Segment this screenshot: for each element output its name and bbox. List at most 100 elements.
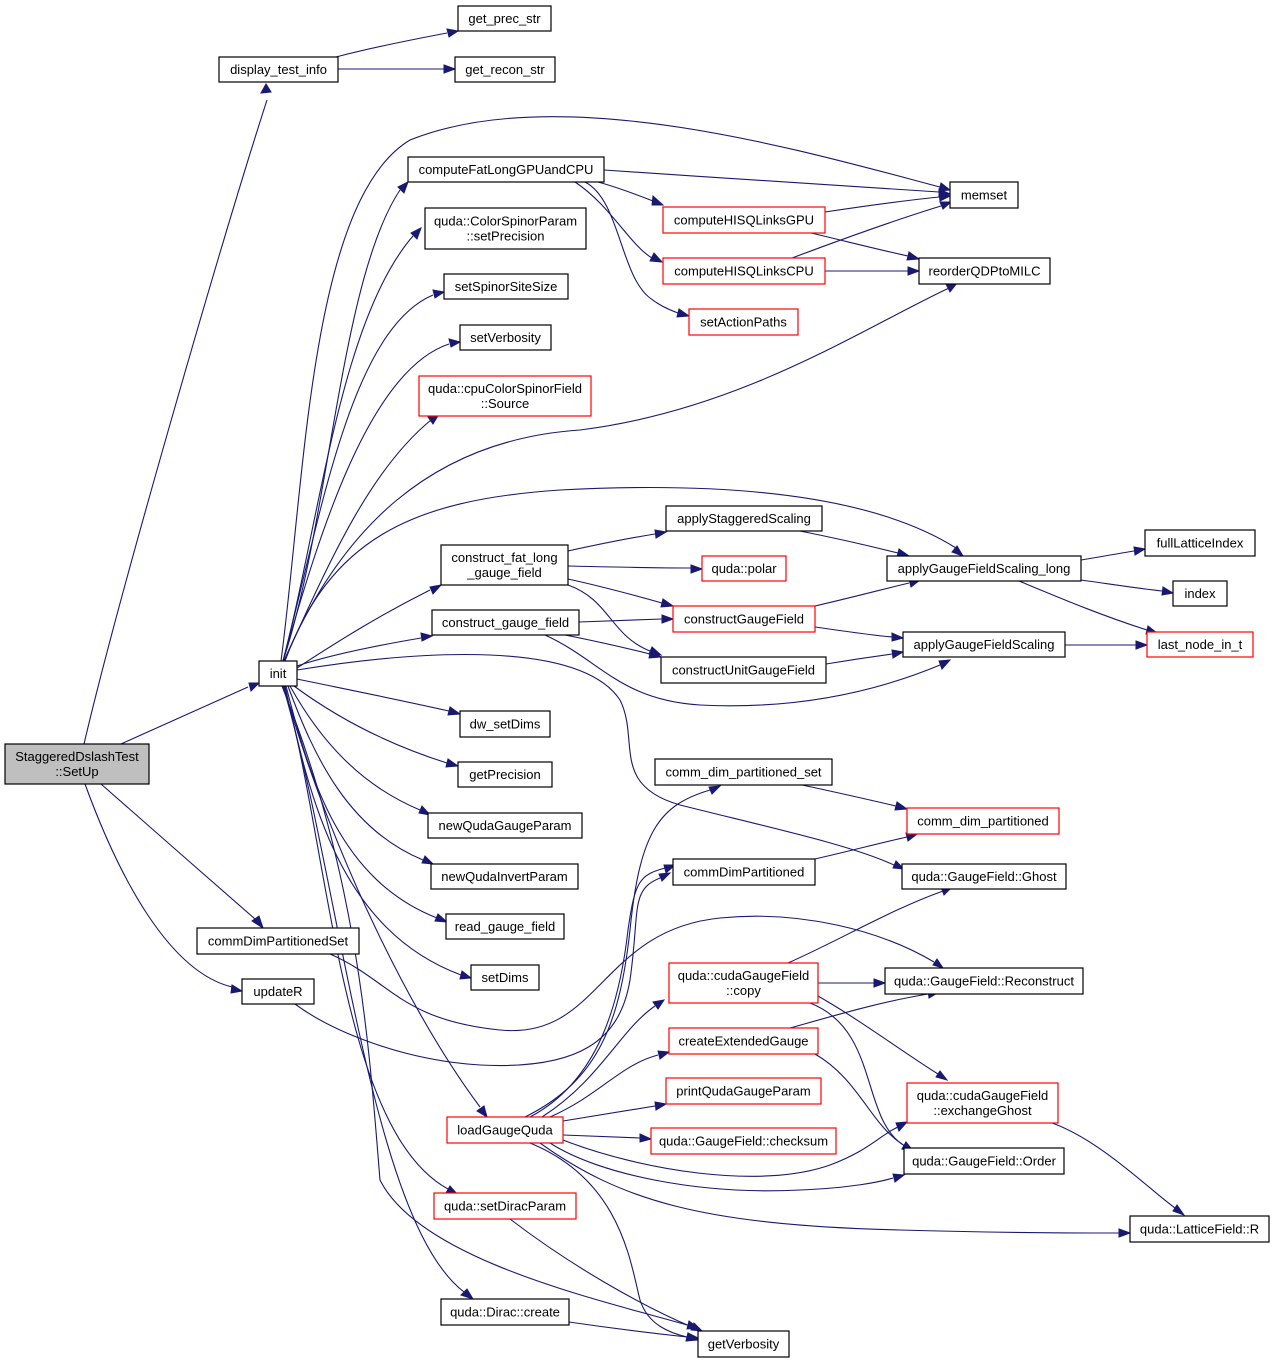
node-commDimPartitionedSet_lc[interactable]: comm_dim_partitioned_set xyxy=(654,758,833,786)
arrowhead-icon xyxy=(476,1105,488,1119)
node-label: ::copy xyxy=(726,983,761,998)
node-init[interactable]: init xyxy=(258,660,298,687)
node-setDims[interactable]: setDims xyxy=(470,964,540,991)
node-label: comm_dim_partitioned xyxy=(917,814,1049,829)
node-label: quda::ColorSpinorParam xyxy=(434,214,577,229)
node-commDimPartitionedSet[interactable]: commDimPartitionedSet xyxy=(196,927,360,955)
node-latticeR[interactable]: quda::LatticeField::R xyxy=(1129,1215,1270,1243)
node-hisqCPU[interactable]: computeHISQLinksCPU xyxy=(662,257,826,285)
edge-line xyxy=(283,685,481,1108)
node-memset[interactable]: memset xyxy=(949,181,1019,209)
node-box xyxy=(218,56,339,83)
edge-loadGaugeQuda-to-commDimPartitionedSet_lc xyxy=(524,785,722,1118)
arrowhead-icon xyxy=(661,614,675,624)
node-index[interactable]: index xyxy=(1172,580,1228,607)
edge-line xyxy=(814,626,893,638)
node-updateR[interactable]: updateR xyxy=(241,978,315,1005)
node-printQudaGaugeParam[interactable]: printQudaGaugeParam xyxy=(665,1077,822,1105)
node-exchangeGhost[interactable]: quda::cudaGaugeField::exchangeGhost xyxy=(906,1082,1059,1124)
node-fullLatticeIndex[interactable]: fullLatticeIndex xyxy=(1144,529,1256,557)
node-box xyxy=(886,555,1082,582)
node-checksum[interactable]: quda::GaugeField::checksum xyxy=(650,1127,837,1155)
node-computeFatLong[interactable]: computeFatLongGPUandCPU xyxy=(407,156,605,183)
node-box xyxy=(470,964,540,991)
node-setSpinorSiteSize[interactable]: setSpinorSiteSize xyxy=(443,273,569,300)
edge-applyGaugeFieldScaling-to-lastNodeInT xyxy=(1065,640,1149,650)
edge-computeFatLong-to-setActionPaths xyxy=(584,181,691,318)
node-label: applyGaugeFieldScaling_long xyxy=(898,561,1071,576)
node-applyStaggeredScaling[interactable]: applyStaggeredScaling xyxy=(665,505,823,532)
node-loadGaugeQuda[interactable]: loadGaugeQuda xyxy=(446,1116,564,1144)
node-display_test_info[interactable]: display_test_info xyxy=(218,56,339,83)
node-commDimPartitioned_lc[interactable]: comm_dim_partitioned xyxy=(906,807,1060,835)
node-reorder[interactable]: reorderQDPtoMILC xyxy=(918,257,1051,285)
arrowhead-icon xyxy=(260,83,272,94)
node-polar[interactable]: quda::polar xyxy=(701,555,787,582)
arrowhead-icon xyxy=(932,958,945,969)
node-box xyxy=(427,812,583,839)
node-label: get_recon_str xyxy=(465,62,545,77)
node-getVerbosity[interactable]: getVerbosity xyxy=(697,1330,790,1358)
node-applyGaugeFieldScalingLong[interactable]: applyGaugeFieldScaling_long xyxy=(886,555,1082,582)
node-gaugeGhost[interactable]: quda::GaugeField::Ghost xyxy=(901,863,1067,890)
arrowhead-icon xyxy=(429,584,443,595)
node-box xyxy=(884,967,1084,995)
node-label: computeHISQLinksGPU xyxy=(674,213,814,228)
node-label: quda::GaugeField::checksum xyxy=(659,1134,828,1149)
node-cpuSource[interactable]: quda::cpuColorSpinorField::Source xyxy=(418,375,592,417)
node-reconstruct[interactable]: quda::GaugeField::Reconstruct xyxy=(884,967,1084,995)
node-constructUnitGaugeField[interactable]: constructUnitGaugeField xyxy=(660,656,827,684)
node-box xyxy=(241,978,315,1005)
node-commDimPartitioned[interactable]: commDimPartitioned xyxy=(672,858,816,886)
node-label: last_node_in_t xyxy=(1158,637,1243,652)
edge-line xyxy=(791,205,942,259)
node-get_prec_str[interactable]: get_prec_str xyxy=(457,5,552,32)
node-constructGaugeField[interactable]: constructGaugeField xyxy=(672,605,816,633)
node-label: loadGaugeQuda xyxy=(457,1123,553,1138)
edge-line xyxy=(801,784,897,807)
edge-computeFatLong-to-memset xyxy=(603,169,952,198)
node-diracCreate[interactable]: quda::Dirac::create xyxy=(440,1298,570,1326)
node-getPrecision[interactable]: getPrecision xyxy=(457,761,553,788)
node-cudaCopy[interactable]: quda::cudaGaugeField::copy xyxy=(668,962,819,1004)
node-label: setVerbosity xyxy=(470,330,541,345)
node-setDiracParam[interactable]: quda::setDiracParam xyxy=(433,1192,577,1220)
node-get_recon_str[interactable]: get_recon_str xyxy=(454,56,556,83)
node-constructGaugeFieldLC[interactable]: construct_gauge_field xyxy=(431,609,580,636)
edge-constructUnitGaugeField-to-applyGaugeFieldScaling xyxy=(825,649,905,665)
arrowhead-icon xyxy=(448,338,462,348)
node-hisqGPU[interactable]: computeHISQLinksGPU xyxy=(662,206,826,234)
arrowhead-icon xyxy=(649,252,664,263)
edge-loadGaugeQuda-to-gaugeOrder xyxy=(549,1142,906,1192)
node-box xyxy=(258,660,298,687)
node-label: ::SetUp xyxy=(55,764,98,779)
node-setPrecision[interactable]: quda::ColorSpinorParam::setPrecision xyxy=(424,207,587,250)
arrowhead-icon xyxy=(397,180,409,194)
node-setActionPaths[interactable]: setActionPaths xyxy=(688,308,799,336)
node-gaugeOrder[interactable]: quda::GaugeField::Order xyxy=(903,1147,1065,1175)
node-box xyxy=(430,863,579,890)
edge-line xyxy=(817,995,939,1075)
node-newQudaGaugeParam[interactable]: newQudaGaugeParam xyxy=(427,812,583,839)
edge-line xyxy=(799,530,899,554)
edge-loadGaugeQuda-to-cudaCopy xyxy=(541,999,666,1118)
edge-line xyxy=(544,634,941,707)
node-applyGaugeFieldScaling[interactable]: applyGaugeFieldScaling xyxy=(902,631,1066,658)
node-lastNodeInT[interactable]: last_node_in_t xyxy=(1146,631,1254,658)
node-setVerbosity[interactable]: setVerbosity xyxy=(459,324,552,351)
node-createExtendedGauge[interactable]: createExtendedGauge xyxy=(668,1027,819,1055)
edge-line xyxy=(562,1105,656,1122)
arrowhead-icon xyxy=(891,649,905,659)
node-dwSetDims[interactable]: dw_setDims xyxy=(459,710,551,738)
arrowhead-icon xyxy=(639,1133,653,1143)
node-setup[interactable]: StaggeredDslashTest::SetUp xyxy=(4,743,150,785)
edge-commDimPartitioned-to-commDimPartitioned_lc xyxy=(814,832,919,860)
edge-hisqGPU-to-memset xyxy=(824,192,952,213)
node-readGaugeField[interactable]: read_gauge_field xyxy=(445,913,565,940)
node-newQudaInvertParam[interactable]: newQudaInvertParam xyxy=(430,863,579,890)
node-box xyxy=(440,1298,570,1326)
node-box xyxy=(701,555,787,582)
edge-line xyxy=(825,653,893,665)
node-constructFatLong[interactable]: construct_fat_long_gauge_field xyxy=(440,544,569,586)
arrowhead-icon xyxy=(676,308,691,318)
